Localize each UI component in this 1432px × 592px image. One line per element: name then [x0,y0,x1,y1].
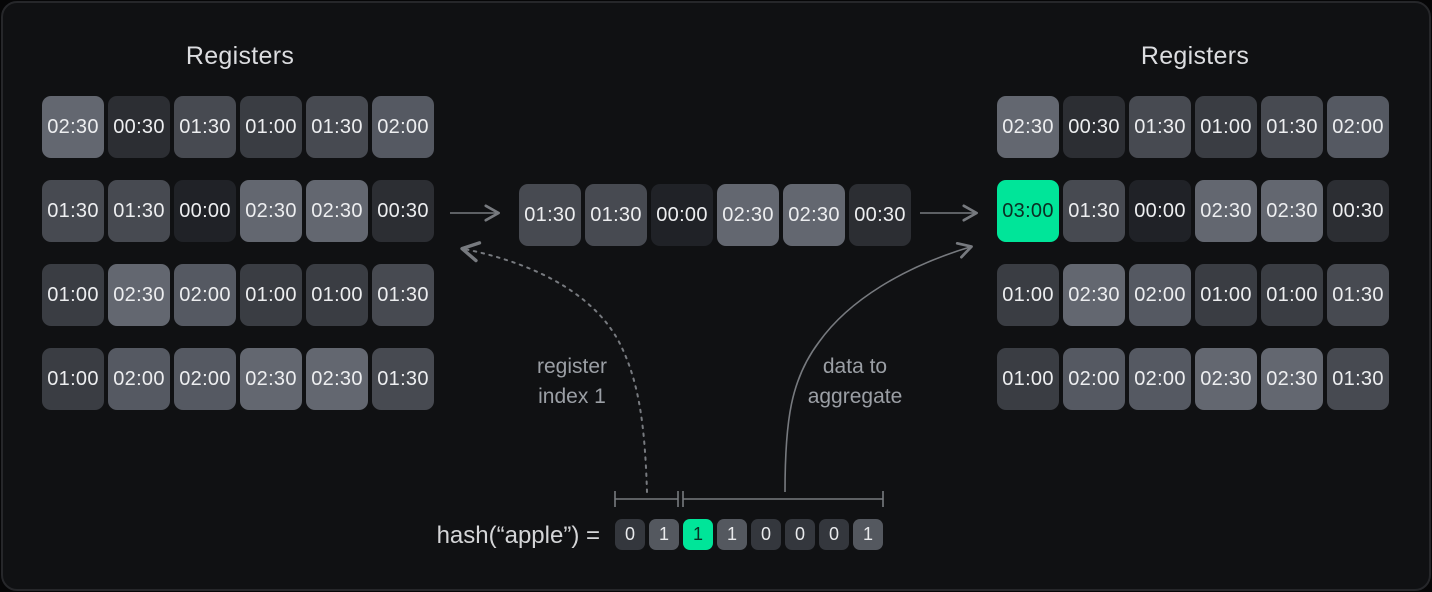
register-cell: 02:30 [306,348,368,410]
register-cell: 01:30 [372,264,434,326]
register-cell: 00:00 [651,184,713,246]
register-cell: 01:30 [585,184,647,246]
register-cell: 01:00 [306,264,368,326]
register-cell: 01:30 [1327,264,1389,326]
register-cell: 02:30 [108,264,170,326]
register-cell: 01:30 [174,96,236,158]
register-cell: 02:30 [1195,180,1257,242]
right-registers-title: Registers [1140,42,1250,70]
register-cell: 02:30 [240,180,302,242]
register-cell: 02:00 [174,348,236,410]
register-cell: 00:00 [1129,180,1191,242]
register-cell: 01:30 [372,348,434,410]
register-cell-highlight: 03:00 [997,180,1059,242]
data-aggregate-label-line: aggregate [807,385,903,408]
register-cell: 02:00 [174,264,236,326]
register-cell: 02:30 [42,96,104,158]
data-aggregate-label: data to aggregate [765,352,945,412]
register-cell: 01:00 [997,348,1059,410]
hash-bit: 1 [649,519,679,550]
register-index-label-line: index 1 [538,385,606,408]
register-cell: 01:30 [1129,96,1191,158]
register-cell: 00:30 [849,184,911,246]
register-cell: 02:00 [1327,96,1389,158]
register-cell: 02:00 [1129,348,1191,410]
register-cell: 02:00 [1063,348,1125,410]
register-cell: 02:30 [1195,348,1257,410]
register-cell: 01:30 [108,180,170,242]
register-cell: 02:30 [240,348,302,410]
register-cell: 02:30 [1261,180,1323,242]
register-cell: 02:30 [717,184,779,246]
register-cell: 02:00 [1129,264,1191,326]
register-cell: 02:00 [108,348,170,410]
register-cell: 01:00 [42,264,104,326]
register-cell: 01:30 [1327,348,1389,410]
register-cell: 02:30 [1063,264,1125,326]
left-registers-title: Registers [185,42,295,70]
hash-bit: 1 [853,519,883,550]
register-cell: 01:00 [1195,96,1257,158]
register-cell: 01:30 [306,96,368,158]
hash-bit: 0 [615,519,645,550]
register-cell: 01:00 [240,264,302,326]
register-cell: 01:00 [42,348,104,410]
register-cell: 02:00 [372,96,434,158]
register-cell: 02:30 [997,96,1059,158]
register-index-label: register index 1 [482,352,662,412]
hash-bit-highlight: 1 [683,519,713,550]
register-cell: 02:30 [306,180,368,242]
data-aggregate-label-line: data to [822,355,888,378]
register-cell: 00:30 [1327,180,1389,242]
register-cell: 01:00 [240,96,302,158]
register-cell: 01:30 [1261,96,1323,158]
hash-bit: 1 [717,519,747,550]
register-cell: 01:30 [519,184,581,246]
register-cell: 02:30 [783,184,845,246]
register-cell: 01:30 [42,180,104,242]
register-cell: 00:30 [1063,96,1125,158]
register-cell: 00:30 [108,96,170,158]
hash-bit: 0 [785,519,815,550]
register-cell: 01:00 [1261,264,1323,326]
register-cell: 00:00 [174,180,236,242]
register-cell: 02:30 [1261,348,1323,410]
register-cell: 00:30 [372,180,434,242]
register-cell: 01:30 [1063,180,1125,242]
hash-bit: 0 [819,519,849,550]
hash-bit: 0 [751,519,781,550]
register-index-label-line: register [536,355,608,378]
hash-expression: hash(“apple”) = [436,522,600,549]
register-cell: 01:00 [997,264,1059,326]
register-cell: 01:00 [1195,264,1257,326]
